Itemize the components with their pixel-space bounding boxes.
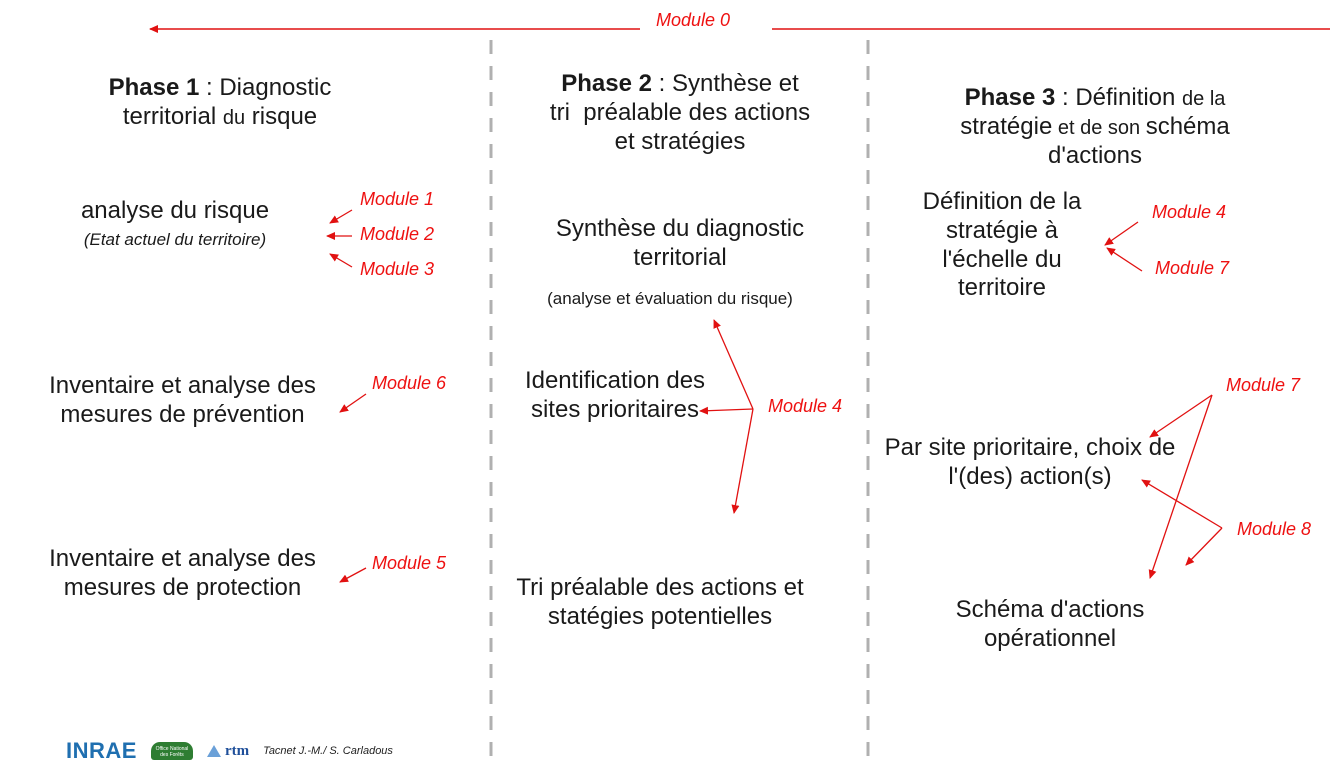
phase2-title-line2: tri préalable des actions <box>549 98 811 126</box>
phase3-definition: Définition de la stratégie à l'échelle d… <box>922 188 1082 302</box>
phase3-module8: Module 8 <box>1237 519 1312 539</box>
phase1-title-rest: : Diagnostic <box>199 74 332 101</box>
phase1-module1: Module 1 <box>360 189 435 209</box>
phase3-title-small: de la <box>1182 88 1226 110</box>
phase1-module3: Module 3 <box>360 259 435 279</box>
phase2-module4: Module 4 <box>768 396 843 416</box>
phase2-synthese-sub: (analyse et évaluation du risque) <box>547 289 793 308</box>
onf-logo-text: Office National des Forêts <box>155 746 189 758</box>
phase2-title: Phase 2 : Synthèse et tri préalable des … <box>495 70 865 156</box>
phase3-title-rest: : Définition <box>1055 84 1183 111</box>
phase1-analyse-sub: (Etat actuel du territoire) <box>83 230 267 249</box>
phase3-title-bold: Phase 3 <box>964 84 1056 111</box>
phase2-synthese: Synthèse du diagnostic territorial <box>555 215 805 271</box>
p3-module8-arrow-b <box>1185 527 1223 566</box>
p3-module7-arrow <box>1106 247 1143 272</box>
module0-label: Module 0 <box>656 10 731 30</box>
phase1-prevention: Inventaire et analyse des mesures de pré… <box>49 372 316 428</box>
credit-text: Tacnet J.-M./ S. Carladous <box>263 745 393 757</box>
phase1-title: Phase 1 : Diagnostic territorial du risq… <box>40 74 400 132</box>
phase3-module4: Module 4 <box>1152 202 1227 222</box>
phase3-title-line2c: schéma <box>1145 112 1230 140</box>
phase1-title-line2a: territorial <box>122 102 223 130</box>
phase2-identification: Identification des sites prioritaires <box>524 367 706 423</box>
phase1-analyse: analyse du risque <box>80 197 270 224</box>
phase3-par-site: Par site prioritaire, choix de l'(des) a… <box>884 434 1176 490</box>
rtm-triangle-icon <box>206 745 221 757</box>
phase3-schema: Schéma d'actions opérationnel <box>955 596 1145 652</box>
inrae-logo: INRAE <box>66 738 137 763</box>
phase1-module5: Module 5 <box>372 553 447 573</box>
phase2-tri: Tri préalable des actions et statégies p… <box>516 574 804 630</box>
footer-logos: INRAE Office National des Forêts rtm Tac… <box>66 738 393 764</box>
phase3-module7-top: Module 7 <box>1155 258 1230 278</box>
phase1-module6: Module 6 <box>372 373 447 393</box>
phase3-title-line3: d'actions <box>1048 141 1142 169</box>
phase3-title-line2b: et de son <box>1052 116 1146 139</box>
phase2-title-line3: et stratégies <box>614 127 746 155</box>
phase1-title-line2b: du <box>222 106 246 129</box>
module1-arrow <box>329 209 353 224</box>
p2-arrow-synthese <box>713 319 754 410</box>
phase1-protection: Inventaire et analyse des mesures de pro… <box>49 545 316 601</box>
phase3-title: Phase 3 : Définition de la stratégie et … <box>895 84 1295 170</box>
phase2-title-bold: Phase 2 <box>561 70 652 97</box>
p3-module7b-arrow-a <box>1149 394 1213 438</box>
p2-arrow-tri <box>731 408 754 514</box>
phase3-title-line2a: stratégie <box>960 112 1053 140</box>
module3-arrow <box>329 253 353 268</box>
phase3-module7: Module 7 <box>1226 375 1301 395</box>
phase2-title-rest: : Synthèse et <box>651 70 799 97</box>
onf-logo: Office National des Forêts <box>150 742 193 760</box>
phase1-module2: Module 2 <box>360 224 435 244</box>
p3-module4-arrow <box>1104 221 1139 246</box>
phase1-title-bold: Phase 1 <box>108 74 200 101</box>
phase1-title-line2c: risque <box>245 102 318 130</box>
rtm-logo: rtm <box>206 743 249 760</box>
